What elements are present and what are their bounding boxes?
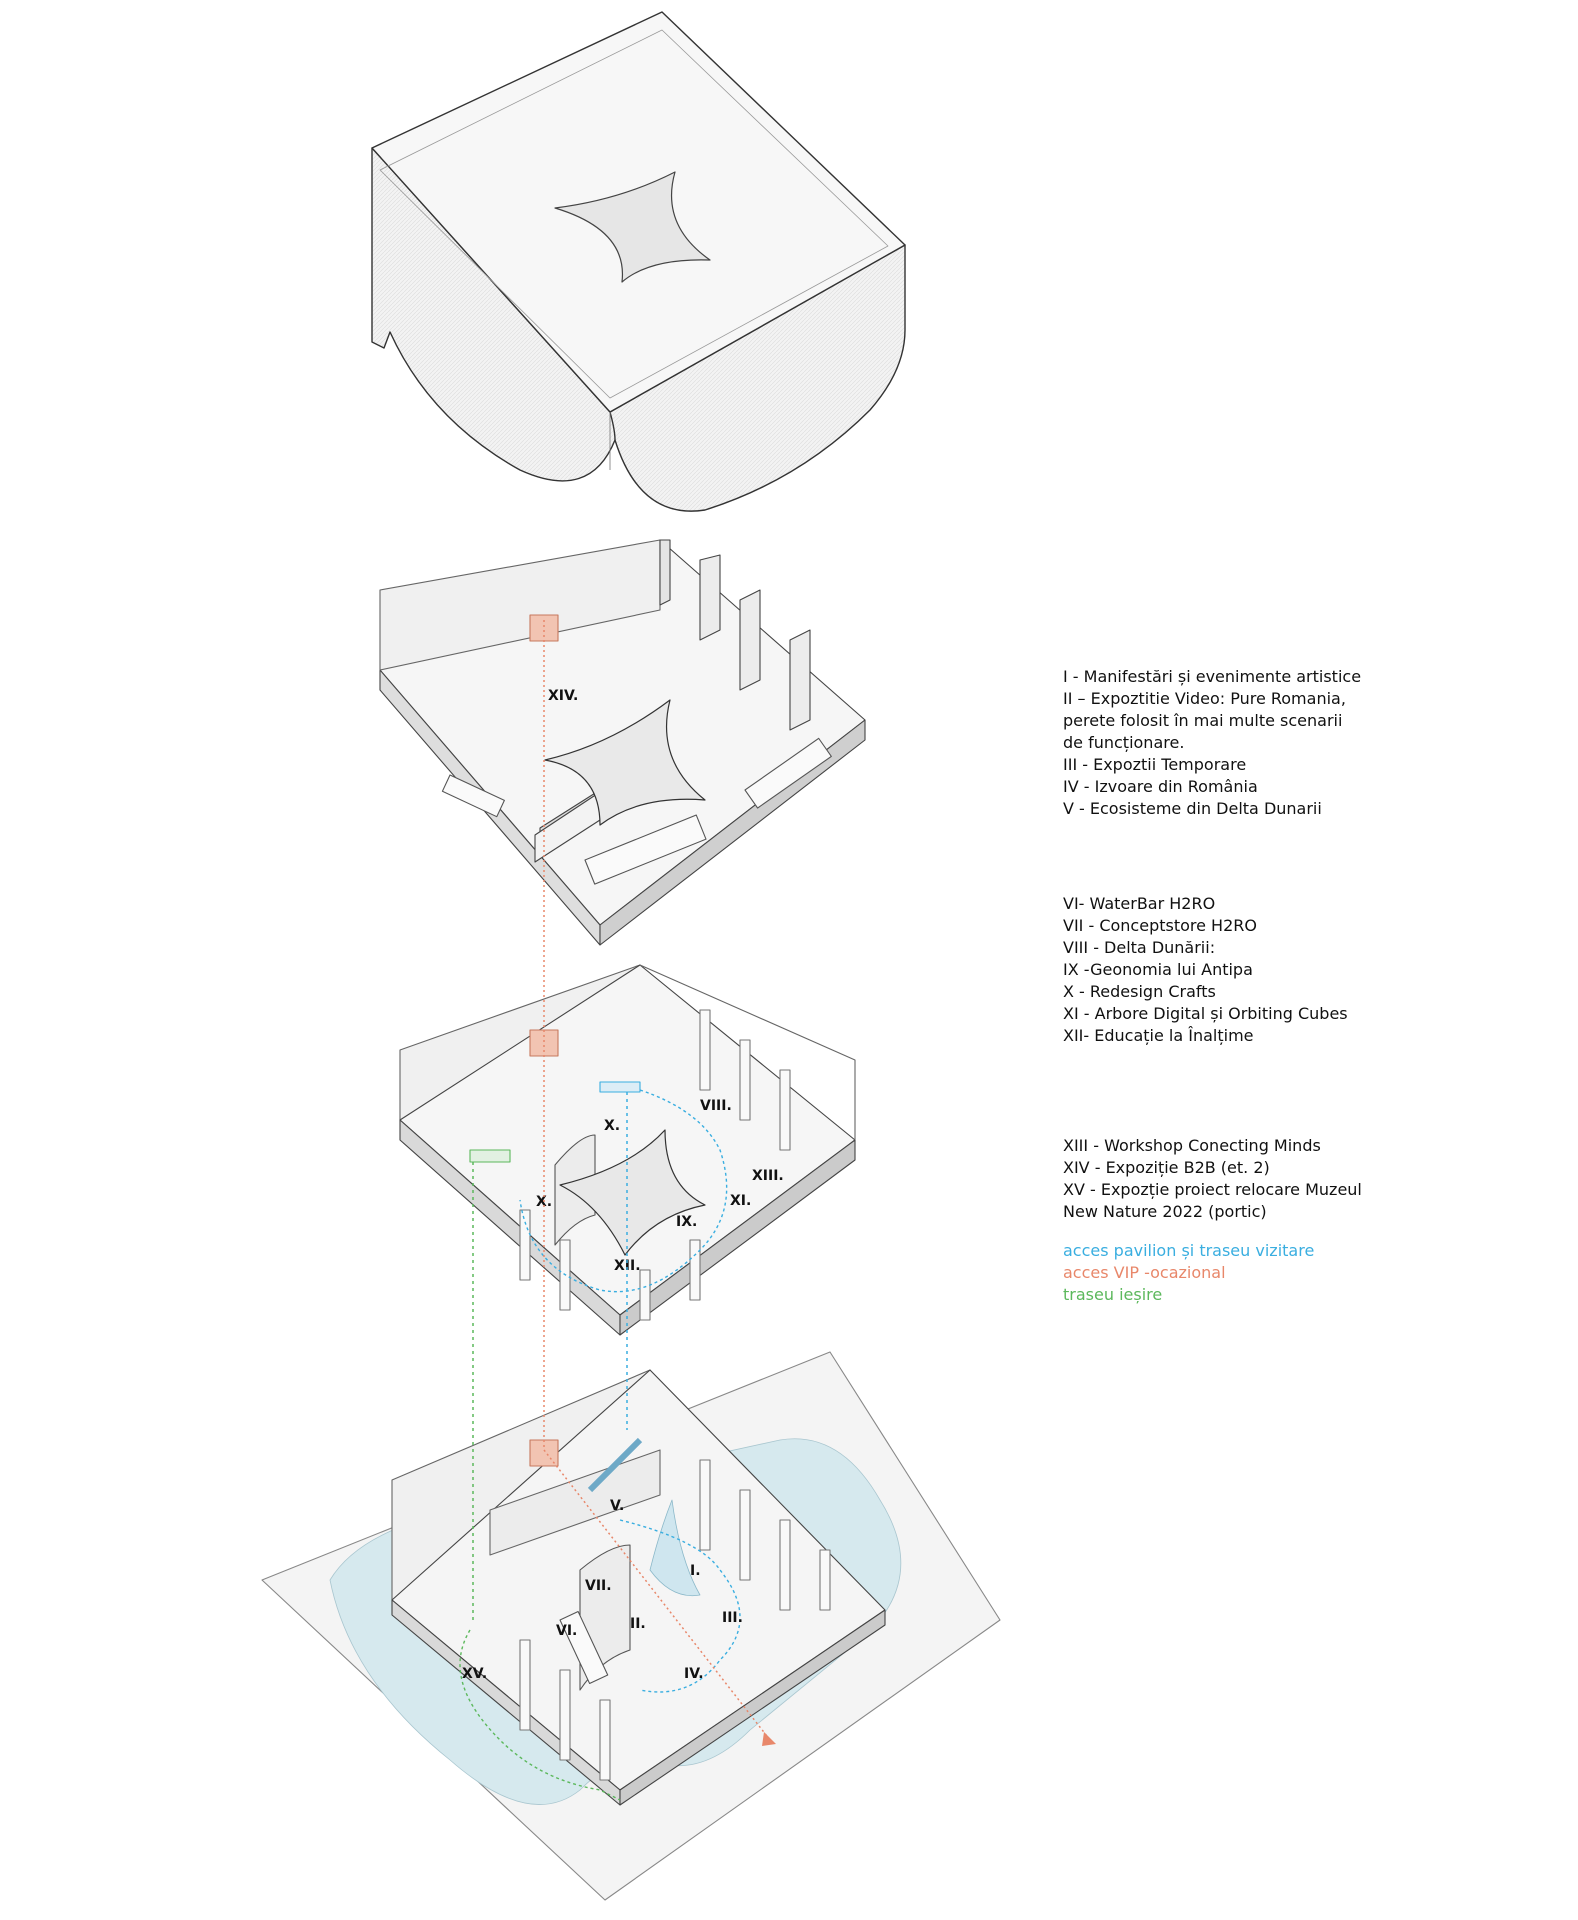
label-level1-4: XI. — [730, 1193, 751, 1209]
roof-volume — [371, 11, 906, 512]
legend-item: XV - Expozție proiect relocare Muzeul Ne… — [1063, 1180, 1362, 1221]
level-1-star-void — [559, 1129, 706, 1256]
level-0-blue-cone — [649, 1499, 701, 1597]
legend-group-2: VI- WaterBar H2RO VII - Conceptstore H2R… — [1063, 893, 1363, 1047]
label-level1-6: XII. — [614, 1258, 641, 1274]
label-level0-3: II. — [630, 1616, 646, 1632]
legend-item: XII- Educație la Înalțime — [1063, 1026, 1254, 1045]
legend-item: XIV - Expoziție B2B (et. 2) — [1063, 1158, 1270, 1177]
legend-item: VIII - Delta Dunării: — [1063, 938, 1216, 957]
legend-item: VII - Conceptstore H2RO — [1063, 916, 1257, 935]
legend-group-1: I - Manifestări și evenimente artistice … — [1063, 666, 1363, 820]
label-level2-0: XIV. — [548, 688, 578, 704]
legend-item: I - Manifestări și evenimente artistice — [1063, 667, 1362, 686]
legend-access-vip: acces VIP -ocazional — [1063, 1263, 1226, 1282]
legend-item: XIII - Workshop Conecting Minds — [1063, 1136, 1321, 1155]
level-1-floor — [399, 964, 856, 1336]
label-level0-1: VII. — [585, 1578, 612, 1594]
vip-core-level-1 — [529, 1029, 559, 1057]
label-level0-2: I. — [690, 1563, 701, 1579]
level-0-site — [261, 1351, 1001, 1901]
legend-item: VI- WaterBar H2RO — [1063, 894, 1216, 913]
label-level1-5: IX. — [676, 1214, 697, 1230]
label-level0-6: IV. — [684, 1666, 704, 1682]
level-2-star-void — [544, 699, 706, 826]
label-level1-2: XIII. — [752, 1168, 784, 1184]
legend-item: IX -Geonomia lui Antipa — [1063, 960, 1253, 979]
level-2-floor — [379, 539, 866, 946]
legend-access-exit: traseu ieșire — [1063, 1285, 1163, 1304]
legend-item: X - Redesign Crafts — [1063, 982, 1216, 1001]
legend-item: II – Expoztitie Video: Pure Romania, per… — [1063, 689, 1346, 752]
label-level0-5: VI. — [556, 1623, 577, 1639]
vip-core-level-2 — [529, 614, 559, 642]
roof-skylight — [554, 171, 711, 283]
legend-item: XI - Arbore Digital și Orbiting Cubes — [1063, 1004, 1348, 1023]
label-level0-0: V. — [610, 1498, 624, 1514]
legend-group-3: XIII - Workshop Conecting Minds XIV - Ex… — [1063, 1135, 1393, 1223]
legend-item: III - Expoztii Temporare — [1063, 755, 1247, 774]
label-level1-0: VIII. — [700, 1098, 732, 1114]
label-level0-4: III. — [722, 1610, 743, 1626]
legend-access-visitor: acces pavilion și traseu vizitare — [1063, 1241, 1315, 1260]
label-level0-7: XV. — [462, 1666, 487, 1682]
level-1-visitor-route — [519, 1089, 728, 1293]
legend-item: V - Ecosisteme din Delta Dunarii — [1063, 799, 1322, 818]
label-level1-1: X. — [604, 1118, 620, 1134]
vip-arrow-icon — [762, 1732, 776, 1746]
legend-access-routes: acces pavilion și traseu vizitare acces … — [1063, 1240, 1314, 1306]
legend-item: IV - Izvoare din România — [1063, 777, 1258, 796]
level-0-visitor-route — [619, 1519, 741, 1693]
